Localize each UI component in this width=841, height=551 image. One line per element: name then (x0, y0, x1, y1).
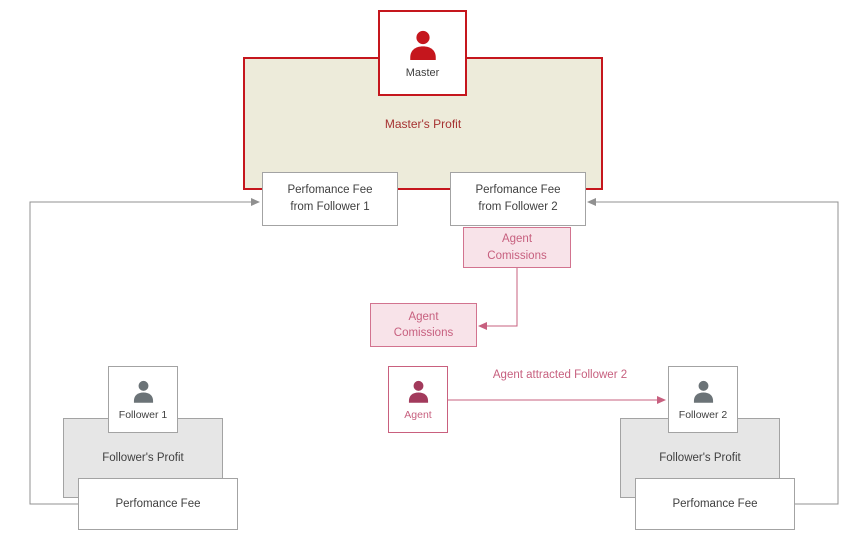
follower2-label: Follower 2 (678, 409, 728, 421)
agent-label: Agent (404, 409, 432, 421)
agent-attracted-edge-label: Agent attracted Follower 2 (492, 369, 628, 381)
agent-commissions-source-box: Agent Comissions (463, 227, 571, 268)
fee-from-follower1-box: Perfomance Fee from Follower 1 (262, 172, 398, 226)
connector-agent-commissions (478, 268, 518, 330)
fee-from-follower2-line1: Perfomance Fee (475, 184, 561, 197)
master-label: Master (405, 67, 440, 79)
follower1-fee-label: Perfomance Fee (115, 497, 201, 510)
agent-commissions-target-box: Agent Comissions (370, 303, 477, 347)
follower1-profit-label: Follower's Profit (102, 452, 184, 464)
follower1-label: Follower 1 (118, 409, 168, 421)
agent-commissions-target-line2: Comissions (393, 327, 454, 339)
agent-commissions-source-line2: Comissions (487, 249, 547, 262)
fee-from-follower1-line1: Perfomance Fee (287, 184, 373, 197)
follower2-node: Follower 2 (668, 366, 738, 433)
connector-follower2-fee-to-master (587, 198, 839, 505)
master-person-icon (405, 27, 441, 63)
fee-from-follower1-line2: from Follower 1 (290, 201, 370, 213)
follower2-fee-label: Perfomance Fee (672, 497, 758, 510)
follower1-node: Follower 1 (108, 366, 178, 433)
agent-node: Agent (388, 366, 448, 433)
master-node: Master (378, 10, 467, 96)
follower2-fee-box: Perfomance Fee (635, 478, 795, 530)
agent-commissions-target-line1: Agent (408, 310, 439, 323)
follower1-person-icon (130, 378, 157, 405)
follower1-fee-box: Perfomance Fee (78, 478, 238, 530)
fee-from-follower2-box: Perfomance Fee from Follower 2 (450, 172, 586, 226)
follower2-profit-label: Follower's Profit (659, 452, 741, 464)
follower2-person-icon (690, 378, 717, 405)
master-profit-label: Master's Profit (384, 116, 462, 131)
agent-person-icon (405, 378, 432, 405)
agent-commissions-source-line1: Agent (501, 233, 533, 246)
connector-follower1-fee-to-master (29, 198, 260, 505)
fee-from-follower2-line2: from Follower 2 (478, 201, 558, 213)
